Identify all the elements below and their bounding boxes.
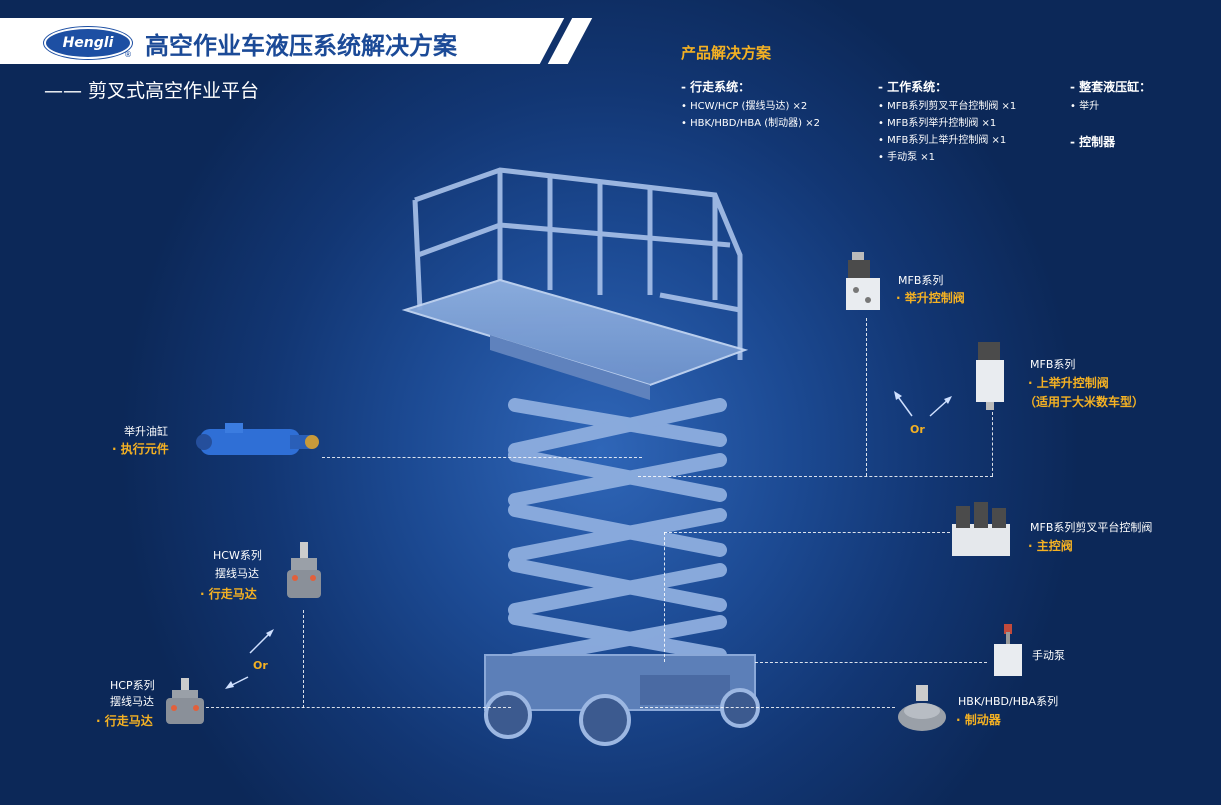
hcp-motor-image — [166, 678, 204, 724]
lift-cylinder-image — [196, 423, 319, 455]
mfb-main-role: · 主控阀 — [1028, 539, 1073, 553]
mfb-upper-series: MFB系列 — [1030, 358, 1076, 371]
travel-heading: - 行走系统： — [681, 80, 751, 94]
list-item: • HBK/HBD/HBA (制动器) ×2 — [681, 118, 820, 129]
lift-cylinder-name: 举升油缸 — [124, 425, 168, 438]
brake-series: HBK/HBD/HBA系列 — [958, 695, 1059, 708]
mfb-lift-role: · 举升控制阀 — [896, 291, 965, 305]
connector-line — [664, 532, 665, 662]
connector-line — [640, 707, 895, 708]
list-item: • HCW/HCP (摆线马达) ×2 — [681, 101, 808, 112]
mfb-upper-note: （适用于大米数车型） — [1024, 395, 1145, 409]
mfb-main-series: MFB系列剪叉平台控制阀 — [1030, 521, 1153, 534]
work-system: - 工作系统： • MFB系列剪叉平台控制阀 ×1 • MFB系列举升控制阀 ×… — [878, 78, 1016, 166]
connector-line — [866, 318, 867, 476]
or-label: Or — [253, 659, 268, 672]
controller-heading: - 控制器 — [1070, 135, 1116, 149]
hand-pump-name: 手动泵 — [1032, 649, 1065, 662]
lift-cylinder-role: · 执行元件 — [112, 442, 169, 456]
mfb-upper-valve-image — [976, 342, 1004, 410]
hand-pump-image — [994, 624, 1022, 676]
list-item: • MFB系列剪叉平台控制阀 ×1 — [878, 101, 1017, 112]
mfb-lift-valve-image — [846, 252, 880, 310]
hcp-role: · 行走马达 — [96, 714, 153, 728]
connector-line — [638, 476, 993, 477]
cylinder-heading: - 整套液压缸： — [1070, 80, 1152, 94]
connector-line — [206, 707, 511, 708]
connector-line — [303, 610, 304, 708]
brake-image — [898, 685, 946, 731]
work-heading: - 工作系统： — [878, 80, 948, 94]
mfb-upper-role: · 上举升控制阀 — [1028, 376, 1109, 390]
connector-line — [992, 412, 993, 476]
list-item: • 手动泵 ×1 — [878, 152, 935, 163]
hcw-motor-image — [287, 542, 321, 598]
hcw-name: 摆线马达 — [215, 567, 259, 580]
alternative-arrows — [894, 391, 952, 417]
cylinder-system: - 整套液压缸： • 举升 - 控制器 — [1070, 78, 1151, 150]
or-label: Or — [910, 423, 925, 436]
list-item: • MFB系列上举升控制阀 ×1 — [878, 135, 1007, 146]
hcp-series: HCP系列 — [110, 679, 155, 692]
mfb-main-valve-image — [952, 502, 1010, 556]
logo-registered-mark: ® — [124, 50, 132, 59]
solutions-title: 产品解决方案 — [681, 44, 772, 62]
scissor-lift-illustration — [401, 167, 760, 746]
connector-line — [664, 532, 950, 533]
connector-line — [755, 662, 987, 663]
mfb-lift-series: MFB系列 — [898, 274, 944, 287]
connector-line — [322, 457, 642, 458]
alternative-arrows — [225, 629, 274, 689]
hcw-series: HCW系列 — [213, 549, 262, 562]
hcp-name: 摆线马达 — [110, 695, 154, 708]
hcw-role: · 行走马达 — [200, 587, 257, 601]
travel-system: - 行走系统： • HCW/HCP (摆线马达) ×2 • HBK/HBD/HB… — [681, 78, 820, 132]
list-item: • MFB系列举升控制阀 ×1 — [878, 118, 997, 129]
list-item: • 举升 — [1070, 101, 1100, 112]
brake-role: · 制动器 — [956, 713, 1001, 727]
hengli-logo: Hengli — [44, 27, 132, 59]
page-subtitle: —— 剪叉式高空作业平台 — [44, 80, 260, 102]
page-title: 高空作业车液压系统解决方案 — [145, 32, 457, 60]
